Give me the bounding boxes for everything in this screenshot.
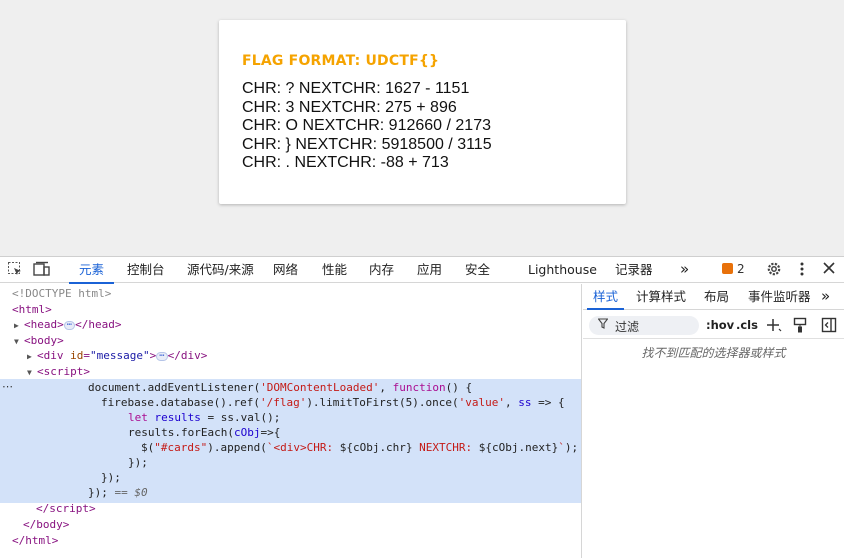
devtools-toolbar: 元素 控制台 源代码/来源 网络 性能 内存 应用 安全 Lighthouse … [0, 257, 844, 284]
subtab-event-listeners[interactable]: 事件监听器 [748, 289, 811, 304]
paint-brush-icon[interactable] [793, 317, 807, 337]
doctype-node[interactable]: <!DOCTYPE html> [12, 287, 112, 300]
expand-triangle-icon[interactable]: ▶ [27, 352, 32, 361]
tab-performance[interactable]: 性能 [322, 262, 348, 277]
script-line: }); == $0 [88, 486, 148, 499]
close-icon[interactable] [820, 261, 838, 279]
tab-application[interactable]: 应用 [417, 262, 443, 277]
tab-sources[interactable]: 源代码/来源 [187, 262, 254, 277]
selected-node-highlight [0, 379, 581, 503]
flag-format-title: FLAG FORMAT: UDCTF{} [242, 53, 440, 69]
html-node[interactable]: <html> [12, 303, 52, 316]
elements-tree[interactable]: ⋯ <!DOCTYPE html> <html> ▶<head>⋯</head>… [0, 284, 582, 558]
card-line: CHR: } NEXTCHR: 5918500 / 3115 [242, 135, 492, 153]
hov-toggle[interactable]: :hov [706, 318, 735, 332]
no-matching-selector-text: 找不到匹配的选择器或样式 [641, 346, 786, 360]
script-line: }); [101, 471, 121, 484]
tab-console[interactable]: 控制台 [127, 262, 165, 277]
kebab-menu-icon[interactable] [793, 261, 811, 279]
subtab-computed[interactable]: 计算样式 [636, 289, 687, 304]
body-node[interactable]: ▼<body> [14, 333, 64, 350]
tab-security[interactable]: 安全 [465, 262, 491, 277]
inspect-icon[interactable] [6, 261, 24, 279]
tab-elements[interactable]: 元素 [68, 257, 115, 284]
html-close-node[interactable]: </html> [12, 534, 59, 547]
new-style-rule-icon[interactable] [766, 317, 782, 337]
script-line: document.addEventListener('DOMContentLoa… [88, 381, 473, 394]
script-line: firebase.database().ref('/flag').limitTo… [101, 396, 565, 409]
page-viewport: FLAG FORMAT: UDCTF{} CHR: ? NEXTCHR: 162… [0, 0, 844, 256]
gear-icon[interactable] [765, 261, 783, 279]
card-line: CHR: ? NEXTCHR: 1627 - 1151 [242, 80, 470, 97]
card-line: CHR: 3 NEXTCHR: 275 + 896 [242, 98, 457, 116]
script-line: }); [128, 456, 148, 469]
script-close-node[interactable]: </script> [36, 502, 96, 515]
script-line: $("#cards").append(`<div>CHR: ${cObj.chr… [141, 441, 579, 454]
collapsed-ellipsis-icon[interactable]: ⋯ [156, 352, 168, 361]
card-line: CHR: . NEXTCHR: -88 + 713 [242, 154, 449, 171]
collapsed-ellipsis-icon[interactable]: ⋯ [63, 321, 76, 330]
script-line: let results = ss.val(); [128, 411, 281, 424]
collapse-triangle-icon[interactable]: ▼ [14, 337, 19, 346]
tab-recorder[interactable]: 记录器 [615, 262, 653, 277]
issues-count: 2 [737, 262, 745, 276]
device-toolbar-icon[interactable] [33, 261, 51, 279]
script-line: results.forEach(cObj=>{ [128, 426, 281, 439]
more-tabs-icon[interactable]: » [680, 260, 690, 278]
body-close-node[interactable]: </body> [23, 518, 70, 531]
styles-filter-row: 过滤 :hov .cls [583, 311, 844, 339]
collapse-triangle-icon[interactable]: ▼ [27, 368, 32, 377]
node-actions-icon[interactable]: ⋯ [2, 380, 13, 393]
message-card: FLAG FORMAT: UDCTF{} CHR: ? NEXTCHR: 162… [219, 20, 626, 204]
subtab-styles[interactable]: 样式 [586, 284, 625, 310]
devtools-panel: 元素 控制台 源代码/来源 网络 性能 内存 应用 安全 Lighthouse … [0, 256, 844, 558]
head-node[interactable]: ▶<head>⋯</head> [14, 317, 122, 334]
tab-memory[interactable]: 内存 [369, 262, 395, 277]
filter-icon [597, 318, 609, 332]
card-line: CHR: O NEXTCHR: 912660 / 2173 [242, 117, 491, 134]
script-node[interactable]: ▼<script> [27, 364, 90, 381]
styles-filter-input[interactable]: 过滤 [589, 316, 699, 335]
more-subtabs-icon[interactable]: » [821, 287, 831, 305]
cards-list: CHR: ? NEXTCHR: 1627 - 1151 CHR: 3 NEXTC… [242, 80, 492, 173]
toggle-sidebar-icon[interactable] [821, 317, 837, 337]
issues-counter[interactable]: 2 [722, 262, 745, 276]
styles-subtabs: 样式 计算样式 布局 事件监听器 » [583, 284, 844, 310]
tab-lighthouse[interactable]: Lighthouse [528, 262, 597, 277]
cls-toggle[interactable]: .cls [736, 318, 758, 332]
styles-pane: 样式 计算样式 布局 事件监听器 » 过滤 :hov .cls [583, 284, 844, 558]
subtab-layout[interactable]: 布局 [704, 289, 730, 304]
issue-flag-icon [722, 263, 733, 274]
filter-placeholder: 过滤 [615, 320, 640, 334]
expand-triangle-icon[interactable]: ▶ [14, 321, 19, 330]
div-message-node[interactable]: ▶<div id="message">⋯</div> [27, 348, 207, 365]
tab-network[interactable]: 网络 [273, 262, 299, 277]
